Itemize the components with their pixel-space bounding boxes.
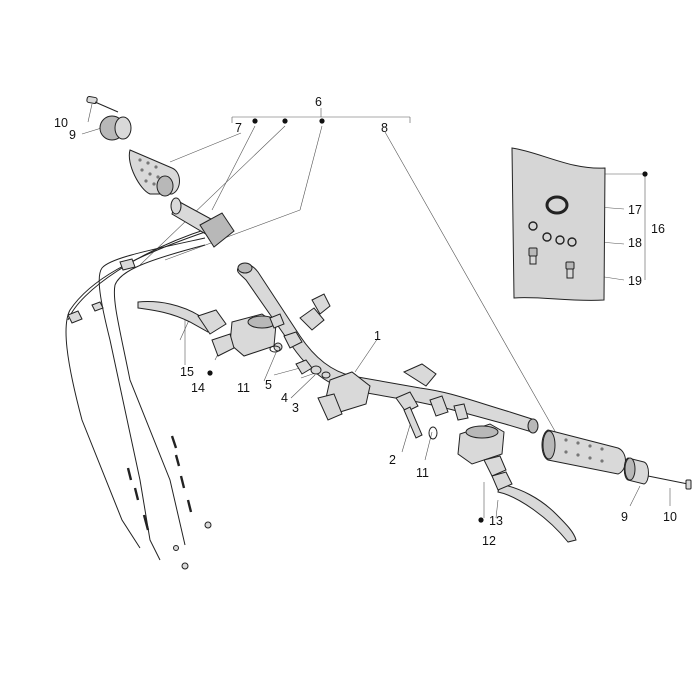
- callout-6-bracket: [231, 108, 411, 124]
- throttle-cables: [65, 227, 212, 570]
- label-13: 13: [489, 514, 503, 528]
- label-12: 12: [482, 534, 496, 548]
- label-10-left: 10: [54, 116, 68, 130]
- handlebar-frame: [237, 262, 539, 434]
- callout-labels: 1 2 3 4 5 6 7 8 9 9 10 10 11 11 12 13 14…: [54, 95, 677, 548]
- label-1: 1: [374, 329, 381, 343]
- right-brake-lever-assembly: [457, 423, 577, 543]
- label-11-left: 11: [237, 381, 250, 395]
- callout-dots: [207, 171, 648, 523]
- label-8: 8: [381, 121, 388, 135]
- label-2: 2: [389, 453, 396, 467]
- label-17: 17: [628, 203, 642, 217]
- label-9-right: 9: [621, 510, 628, 524]
- label-10-right: 10: [663, 510, 677, 524]
- label-7: 7: [235, 121, 242, 135]
- label-18: 18: [628, 236, 642, 250]
- label-14: 14: [191, 381, 205, 395]
- label-3: 3: [292, 401, 299, 415]
- label-15: 15: [180, 365, 194, 379]
- left-bar-end-and-grip: [86, 95, 235, 248]
- label-4: 4: [281, 391, 288, 405]
- parts-bag: [511, 147, 606, 301]
- label-6: 6: [315, 95, 322, 109]
- label-11-right: 11: [416, 466, 429, 480]
- label-9-left: 9: [69, 128, 76, 142]
- label-19: 19: [628, 274, 642, 288]
- left-brake-lever-assembly: [137, 301, 283, 357]
- leader-lines: [81, 103, 671, 519]
- label-5: 5: [265, 378, 272, 392]
- small-hardware: [269, 345, 438, 440]
- label-16: 16: [651, 222, 665, 236]
- right-grip-and-bar-end: [541, 429, 692, 490]
